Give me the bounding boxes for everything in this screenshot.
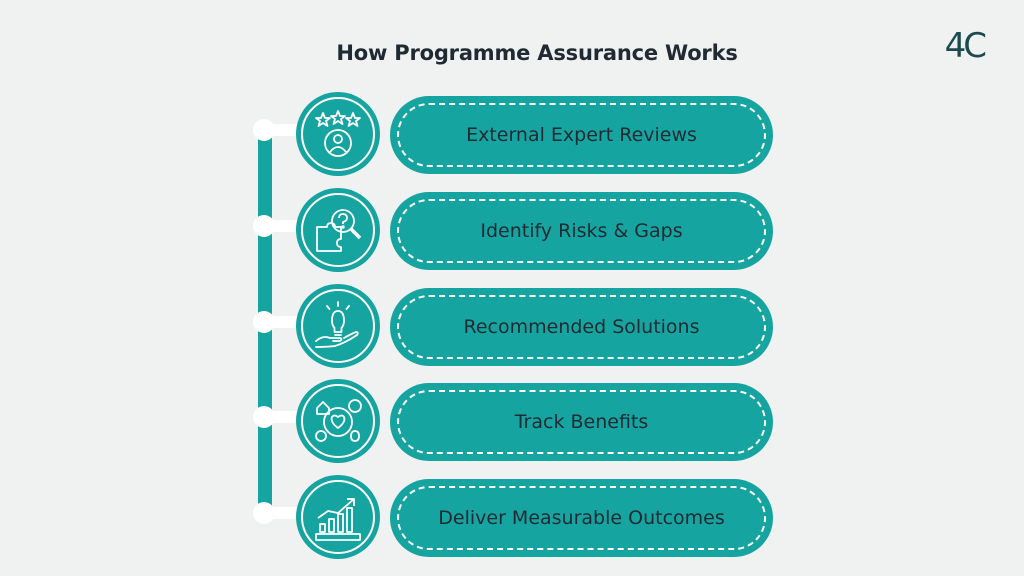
step-icon-circle: [296, 188, 380, 272]
step-icon-circle: [296, 379, 380, 463]
step-icon-circle: [296, 92, 380, 176]
timeline-connector: [268, 124, 302, 136]
step-label: Identify Risks & Gaps: [480, 220, 683, 242]
timeline-connector: [268, 316, 302, 328]
lightbulb-hand-icon: [315, 301, 359, 348]
step-icon-circle: [296, 284, 380, 368]
star-person-icon: [315, 110, 361, 157]
heart-benefits-icon: [315, 399, 362, 442]
timeline-connector: [268, 220, 302, 232]
timeline-connector: [268, 411, 302, 423]
step-label: External Expert Reviews: [466, 124, 697, 146]
step-pill: Identify Risks & Gaps: [390, 192, 773, 270]
puzzle-magnifier-icon: [316, 209, 362, 252]
step-icon-circle: [296, 475, 380, 559]
page-title: How Programme Assurance Works: [336, 41, 738, 65]
logo: 4C: [944, 26, 987, 66]
step-label: Deliver Measurable Outcomes: [438, 507, 725, 529]
growth-chart-icon: [315, 498, 361, 541]
step-label: Track Benefits: [514, 411, 649, 433]
timeline-connector: [268, 507, 302, 519]
step-pill: Deliver Measurable Outcomes: [390, 479, 773, 557]
step-pill: Track Benefits: [390, 383, 773, 461]
step-pill: External Expert Reviews: [390, 96, 773, 174]
step-label: Recommended Solutions: [463, 316, 700, 338]
step-pill: Recommended Solutions: [390, 288, 773, 366]
